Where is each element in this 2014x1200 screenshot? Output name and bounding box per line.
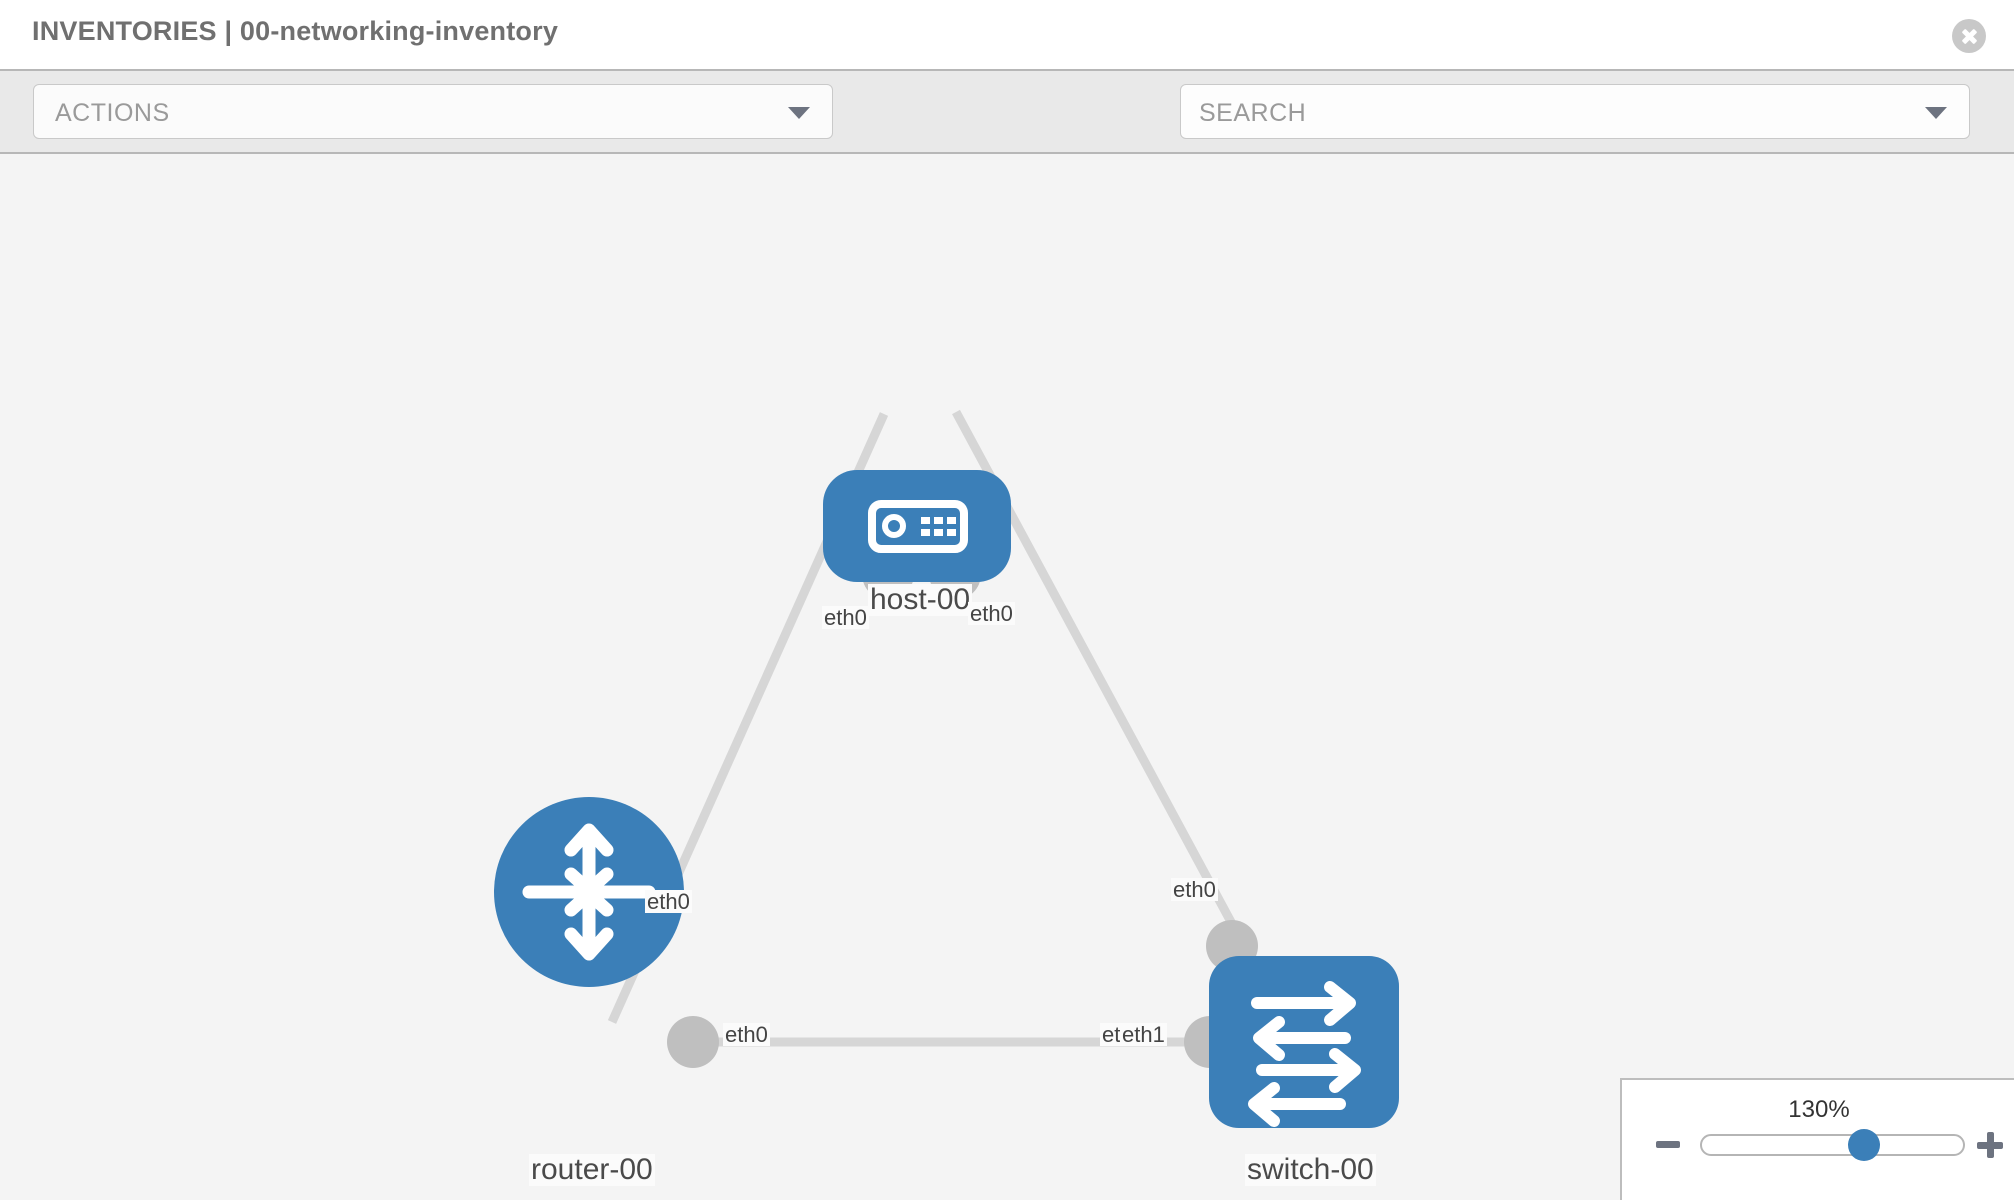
router-arrows-icon (522, 823, 656, 961)
edge-label-host00-eth0-right: eth0 (968, 601, 1015, 626)
actions-dropdown[interactable]: ACTIONS (33, 84, 833, 139)
minus-icon[interactable] (1656, 1141, 1680, 1148)
node-label-host-00: host-00 (868, 583, 973, 616)
actions-dropdown-label: ACTIONS (55, 99, 170, 127)
edge-label-switch00-eth1: eth1 (1120, 1022, 1167, 1047)
node-switch-00[interactable] (1209, 956, 1399, 1128)
slider-thumb[interactable] (1847, 1129, 1880, 1161)
zoom-level-value: 130% (1788, 1096, 1850, 1123)
search-placeholder: SEARCH (1199, 99, 1307, 127)
page-title: INVENTORIES | 00-networking-inventory (32, 16, 559, 46)
edge-label-switch00-eth0-uplink: eth0 (1171, 877, 1218, 902)
connector-router00-right[interactable] (667, 1016, 719, 1068)
close-icon[interactable] (1952, 19, 1986, 53)
edge-label-host00-eth0-left: eth0 (822, 605, 869, 630)
topology-canvas[interactable]: host-00 router-00 switch-00 eth0 eth0 et… (0, 154, 2014, 1200)
zoom-control-panel: 130% (1620, 1078, 2014, 1200)
page-header: INVENTORIES | 00-networking-inventory (0, 0, 2014, 71)
server-icon (868, 500, 968, 553)
edge-label-router00-eth0-uplink: eth0 (645, 889, 692, 914)
toolbar: ACTIONS SEARCH (0, 71, 2014, 199)
chevron-down-icon (788, 106, 810, 119)
node-router-00[interactable] (494, 797, 684, 987)
zoom-slider[interactable] (1700, 1129, 1965, 1161)
node-host-00[interactable] (823, 470, 1011, 582)
topology-graph (494, 409, 1399, 1128)
edge-label-router00-eth0: eth0 (723, 1022, 770, 1047)
switch-arrows-icon (1248, 981, 1361, 1127)
node-label-router-00: router-00 (529, 1153, 655, 1186)
plus-icon[interactable] (1977, 1132, 2003, 1158)
node-host-00-shape[interactable] (823, 470, 1011, 582)
search-input[interactable]: SEARCH (1180, 84, 1970, 139)
node-label-switch-00: switch-00 (1245, 1153, 1376, 1186)
chevron-down-icon (1925, 106, 1947, 119)
